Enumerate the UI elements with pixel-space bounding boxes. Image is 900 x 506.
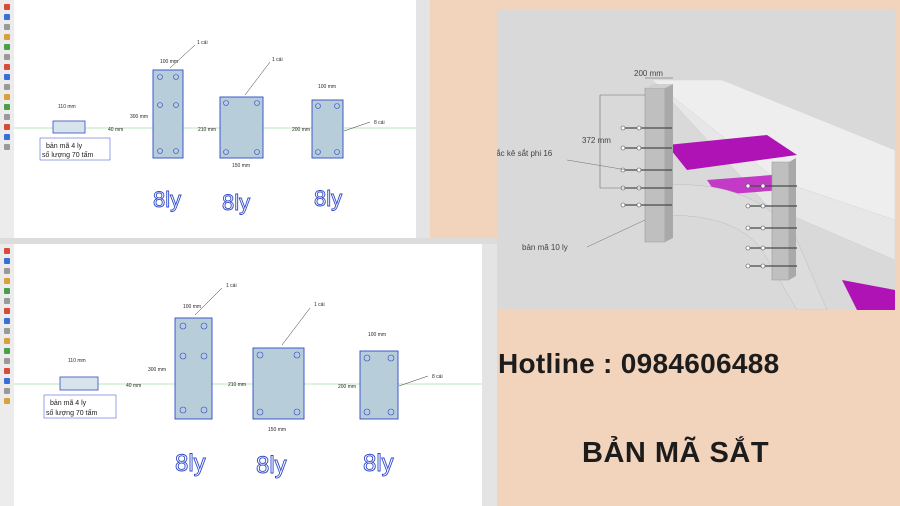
plate-b-bottom-label: 150 mm (268, 427, 286, 433)
plate-c-thickness: 8ly (314, 186, 342, 211)
plate-a (174, 317, 213, 420)
small-plate-side-label: 40 mm (126, 383, 141, 389)
cad-left-toolbar[interactable] (0, 0, 14, 238)
cad-left-toolbar-bottom[interactable] (0, 244, 14, 506)
plate-b (219, 96, 264, 159)
plate-b-thickness: 8ly (256, 452, 287, 479)
plate-b-side-label: 210 mm (228, 382, 246, 388)
cad-top-strip (0, 238, 497, 244)
cad-right-toolbar-bottom[interactable] (482, 244, 497, 506)
bolts-right (747, 185, 797, 267)
drawing-canvas-top: 110 mm 40 mm bản mã 4 ly số lượng 70 tấm… (14, 40, 416, 215)
plate-b-count-label: 1 cái (272, 57, 283, 63)
plate-a-top-label: 100 mm (160, 59, 178, 65)
small-plate-width-label: 110 mm (58, 104, 76, 110)
cad-right-toolbar[interactable] (416, 0, 430, 238)
render-3d-canvas: 200 mm 372 mm tắc kê sắt phi 16 bản mã 1… (497, 69, 895, 310)
cad-drawing-top: 110 mm 40 mm bản mã 4 ly số lượng 70 tấm… (0, 0, 430, 238)
height-dim-label: 372 mm (582, 136, 611, 145)
plate-a (152, 69, 184, 159)
width-dim-label: 200 mm (634, 69, 663, 78)
plate-a-thickness: 8ly (175, 450, 206, 477)
steel-plate-right (771, 161, 790, 281)
steel-plate-left (644, 87, 666, 243)
bolts-left (622, 127, 672, 206)
hotline-text: Hotline : 0984606488 (498, 348, 780, 379)
plate-b-thickness: 8ly (222, 190, 250, 215)
small-plate-caption-box (43, 394, 117, 419)
small-plate-caption-box (39, 137, 111, 161)
plate-c-count-label: 8 cái (432, 374, 443, 380)
plate-c-top-label: 100 mm (318, 84, 336, 90)
plate-b (252, 347, 305, 420)
plate-c-top-label: 100 mm (368, 332, 386, 338)
plate-label: bản mã 10 ly (522, 243, 568, 252)
plate-c-side-label: 200 mm (292, 127, 310, 133)
small-plate (52, 120, 86, 134)
plate-b-side-label: 210 mm (198, 127, 216, 133)
plate-a-count-label: 1 cái (197, 40, 208, 46)
plate-a-side-label: 300 mm (148, 367, 166, 373)
small-plate-caption-1: bản mã 4 ly (46, 143, 83, 150)
plate-c-side-label: 200 mm (338, 384, 356, 390)
plate-a-thickness: 8ly (153, 187, 181, 212)
plate-a-count-label: 1 cái (226, 283, 237, 289)
plate-c (359, 350, 399, 420)
bolt-label: tắc kê sắt phi 16 (497, 149, 553, 158)
small-plate-caption-2: số lượng 70 tấm (42, 150, 93, 159)
page-title: BẢN MÃ SẮT (582, 437, 770, 469)
plate-c (311, 99, 344, 159)
small-plate-caption-1: bản mã 4 ly (50, 400, 87, 407)
plate-b-count-label: 1 cái (314, 302, 325, 308)
render-3d-panel: 200 mm 372 mm tắc kê sắt phi 16 bản mã 1… (497, 10, 895, 310)
plate-c-count-label: 8 cái (374, 120, 385, 126)
small-plate-side-label: 40 mm (108, 127, 123, 133)
magenta-flange (667, 135, 797, 170)
drawing-canvas-bottom: 110 mm 40 mm bản mã 4 ly số lượng 70 tấm… (14, 283, 482, 479)
small-plate-caption-2: số lượng 70 tấm (46, 408, 97, 417)
cad-drawing-bottom: 110 mm 40 mm bản mã 4 ly số lượng 70 tấm… (0, 238, 497, 506)
plate-a-top-label: 100 mm (183, 304, 201, 310)
plate-c-thickness: 8ly (363, 450, 394, 477)
small-plate-width-label: 110 mm (68, 358, 86, 364)
plate-a-side-label: 300 mm (130, 114, 148, 120)
small-plate (59, 376, 99, 391)
plate-b-bottom-label: 150 mm (232, 163, 250, 169)
